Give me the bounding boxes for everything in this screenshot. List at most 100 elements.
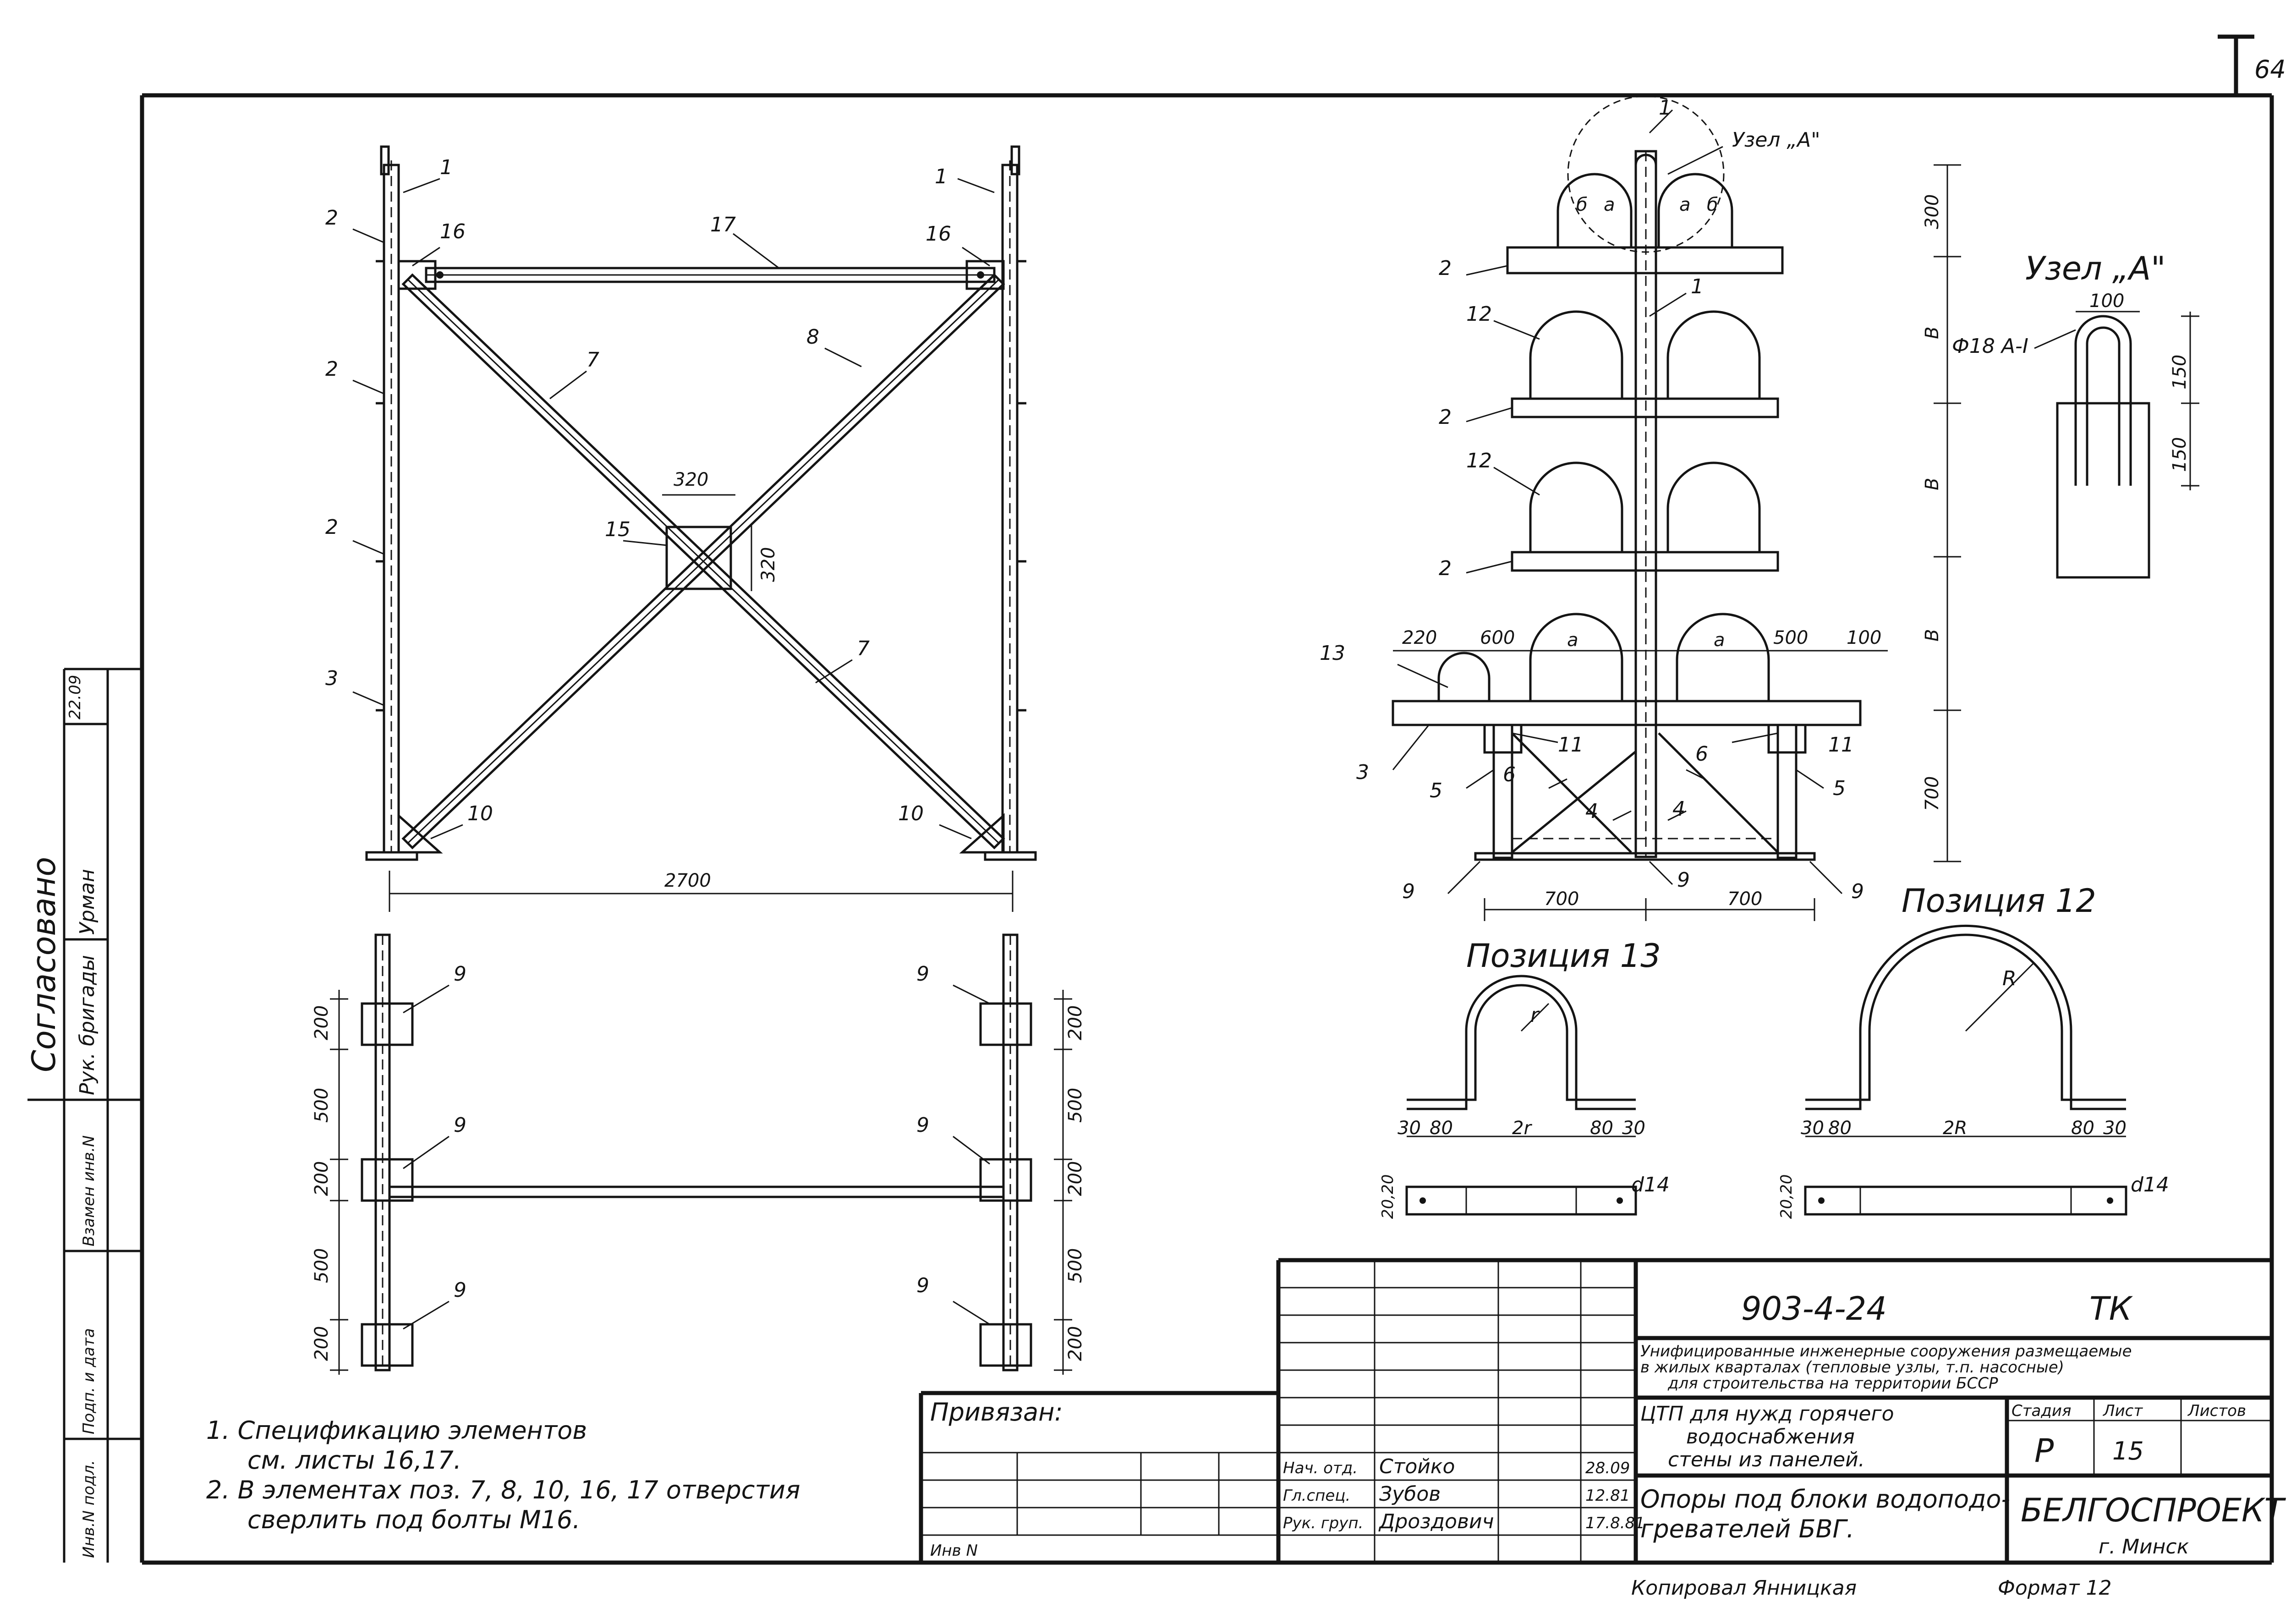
fp-dim-l5: 200 <box>311 1326 332 1361</box>
ss-label-9b: 9 <box>1677 868 1690 892</box>
ss-label-4b: 4 <box>1672 797 1685 821</box>
ss-label-2a: 2 <box>1439 257 1452 280</box>
pos13-dim-3: 2r <box>1512 1118 1532 1139</box>
staff-name-1: Стойко <box>1379 1455 1455 1478</box>
fp-dim-l1: 200 <box>311 1005 332 1040</box>
pos12-dim-4: 80 <box>2071 1118 2094 1139</box>
side-stamp-date: 22.09 <box>66 675 84 719</box>
pos13-dim-4: 80 <box>1590 1118 1613 1139</box>
footer-copied: Копировал Янницкая <box>1631 1576 1857 1600</box>
ff-label-15: 15 <box>605 518 630 541</box>
sheet-number: 64 <box>2254 55 2286 84</box>
object-line-3: стены из панелей. <box>1668 1448 1865 1471</box>
ss-letter-b1: б <box>1576 194 1588 215</box>
frame-plan-view <box>330 933 1072 1375</box>
staff-date-1: 28.09 <box>1585 1459 1630 1477</box>
node-a-detail <box>2034 311 2199 579</box>
frame-front-view <box>352 145 1037 912</box>
ss-letter-a4: а <box>1714 630 1725 651</box>
ff-overall-width: 2700 <box>664 870 711 891</box>
pos13-hole: d14 <box>1631 1173 1670 1196</box>
ss-label-5a: 5 <box>1430 779 1442 802</box>
ff-plate-height: 320 <box>758 547 779 582</box>
fp-label-9b: 9 <box>454 1114 466 1137</box>
fp-dim-r3: 200 <box>1065 1161 1086 1196</box>
node-a-rod: Ф18 А-I <box>1952 335 2028 358</box>
node-a-title: Узел „А" <box>2025 250 2165 287</box>
org-city: г. Минск <box>2099 1535 2189 1558</box>
tied-label: Привязан: <box>930 1398 1063 1426</box>
pos12-title: Позиция 12 <box>1902 882 2096 920</box>
ss-label-12b: 12 <box>1466 449 1492 472</box>
ss-label-6b: 6 <box>1695 742 1708 766</box>
sheet-title-1: Опоры под блоки водоподо- <box>1640 1485 2010 1514</box>
stage-label: Стадия <box>2011 1402 2071 1420</box>
pos13-dim-5: 30 <box>1622 1118 1645 1139</box>
pos12-dim-2: 80 <box>1828 1118 1852 1139</box>
pos12-side: 20,20 <box>1777 1174 1796 1219</box>
ff-label-7b: 7 <box>857 637 870 660</box>
ss-bottom-dim-1: 700 <box>1544 889 1579 910</box>
ff-label-10b: 10 <box>898 802 924 825</box>
fp-label-9f: 9 <box>916 1274 929 1297</box>
ss-label-9a: 9 <box>1402 880 1415 903</box>
staff-date-2: 12.81 <box>1585 1487 1630 1505</box>
staff-date-3: 17.8.81 <box>1585 1514 1645 1532</box>
pos12-dim-1: 30 <box>1801 1118 1824 1139</box>
ss-label-9c: 9 <box>1851 880 1864 903</box>
agreed-title: Согласовано <box>25 857 63 1072</box>
staff-role-3: Рук. груп. <box>1283 1514 1363 1532</box>
ss-label-11b: 11 <box>1828 733 1854 757</box>
title-block <box>919 1258 2272 1563</box>
pos12-dim-3: 2R <box>1943 1118 1967 1139</box>
ss-top-dim-4: 100 <box>1847 627 1881 648</box>
ss-label-5b: 5 <box>1833 777 1846 800</box>
ss-vdim-2: В <box>1922 327 1943 339</box>
fp-label-9e: 9 <box>916 1114 929 1137</box>
pos12-hole: d14 <box>2131 1173 2169 1196</box>
ff-label-1b: 1 <box>935 165 948 188</box>
staff-name-3: Дроздович <box>1378 1510 1494 1533</box>
side-stamp-role: Рук. бригады <box>76 955 99 1095</box>
project-code: 903-4-24 <box>1741 1290 1887 1328</box>
project-title-2: в жилых кварталах (тепловые узлы, т.п. н… <box>1640 1358 2064 1377</box>
node-a-h1: 150 <box>2169 355 2190 390</box>
ff-label-2a: 2 <box>325 206 338 230</box>
fp-dim-r5: 200 <box>1065 1326 1086 1361</box>
sheets-label: Листов <box>2187 1402 2246 1420</box>
support-side-view <box>1392 95 1961 921</box>
inv-label: Инв N <box>930 1542 978 1560</box>
sign-date-label: Подп. и дата <box>80 1328 98 1434</box>
ss-letter-a3: а <box>1567 630 1578 651</box>
note-2-line-2: сверлить под болты М16. <box>247 1505 581 1534</box>
ss-letter-b2: б <box>1707 194 1718 215</box>
sheet-value: 15 <box>2112 1437 2144 1465</box>
ss-letter-a2: а <box>1679 194 1691 215</box>
ff-label-16a: 16 <box>440 220 466 243</box>
ff-plate-width: 320 <box>674 469 708 490</box>
project-mark: ТК <box>2089 1290 2133 1328</box>
ss-label-6a: 6 <box>1503 763 1516 786</box>
fp-label-9d: 9 <box>916 962 929 986</box>
ss-label-1b: 1 <box>1691 275 1704 298</box>
ff-label-17: 17 <box>710 213 736 236</box>
side-stamp <box>27 668 142 1563</box>
ss-label-13: 13 <box>1320 642 1345 665</box>
ss-top-dim-3: 500 <box>1773 627 1808 648</box>
ss-bottom-dim-2: 700 <box>1727 889 1762 910</box>
ff-label-2c: 2 <box>325 516 338 539</box>
ff-label-7a: 7 <box>586 348 599 372</box>
pos13-dim-1: 30 <box>1398 1118 1421 1139</box>
pos13-dim-2: 80 <box>1430 1118 1453 1139</box>
ff-label-2b: 2 <box>325 357 338 381</box>
ss-label-3: 3 <box>1356 761 1369 784</box>
node-a-width: 100 <box>2089 291 2124 312</box>
fp-dim-r1: 200 <box>1065 1005 1086 1040</box>
ss-label-4a: 4 <box>1585 800 1598 823</box>
pos12-radius: R <box>2002 967 2017 990</box>
ss-top-dim-2: 600 <box>1480 627 1515 648</box>
position-13-detail <box>1405 975 1637 1216</box>
ss-label-2b: 2 <box>1439 406 1452 429</box>
ss-vdim-1: 300 <box>1922 194 1943 229</box>
